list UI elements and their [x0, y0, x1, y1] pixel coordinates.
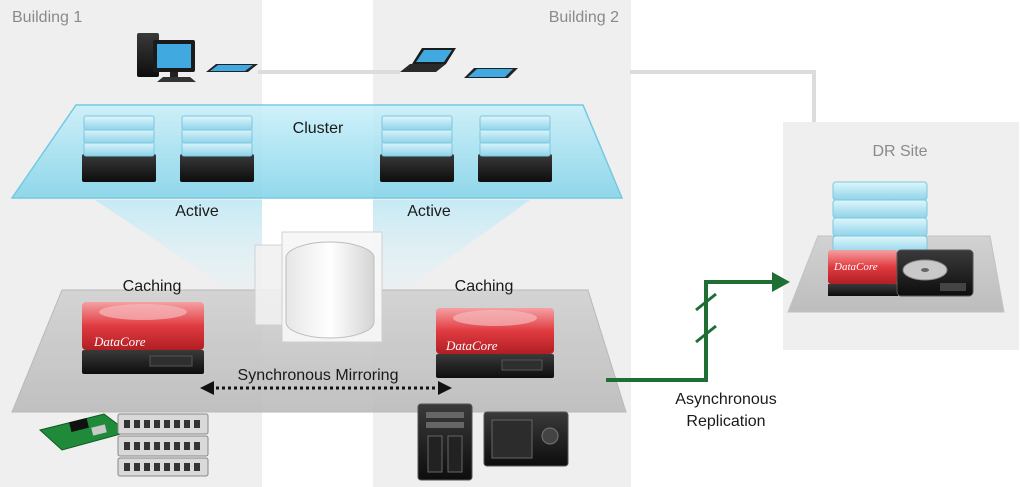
dr-site: DR Site DataCore: [783, 122, 1019, 350]
cluster-beam-left: [95, 200, 262, 290]
dr-site-datacore-node: DataCore: [828, 250, 898, 296]
replication-arrow: [606, 272, 790, 382]
cluster-platform: [10, 104, 624, 199]
dr-site-brand-text: DataCore: [833, 261, 878, 273]
cluster-beam-right: [373, 200, 530, 290]
building-1-label: Building 1: [12, 9, 82, 26]
dr-site-cloud-servers: [832, 181, 928, 255]
datacore-node-left-brand: DataCore: [93, 334, 146, 349]
tower-server-icon: [417, 403, 473, 481]
active-label-right: Active: [407, 203, 451, 220]
cluster-server-4: [478, 115, 552, 182]
replication-label-line2: Replication: [686, 413, 765, 430]
storage-enclosure-icon: [483, 411, 569, 467]
active-label-left: Active: [175, 203, 219, 220]
cluster-server-2: [180, 115, 254, 182]
datacore-node-right-brand: DataCore: [445, 338, 498, 353]
network-links: [258, 70, 816, 122]
cluster-server-1: [82, 115, 156, 182]
tablet-icon: [206, 64, 258, 72]
datacore-node-left: DataCore: [82, 302, 204, 374]
caching-label-left: Caching: [123, 278, 182, 295]
cluster-server-3: [380, 115, 454, 182]
replication-label-line1: Asynchronous: [675, 391, 776, 408]
cluster-label: Cluster: [293, 120, 344, 137]
desktop-computer-icon: [137, 33, 196, 82]
laptop-icon: [400, 48, 456, 72]
synchronous-mirroring-label: Synchronous Mirroring: [238, 367, 399, 384]
datacore-node-right: DataCore: [436, 308, 554, 378]
caching-label-right: Caching: [455, 278, 514, 295]
mirroring-arrow: [200, 381, 452, 395]
tablet-icon-2: [464, 68, 518, 78]
dr-site-disk-drive-icon: [896, 249, 974, 297]
dr-site-label: DR Site: [872, 143, 927, 160]
disk-array-icon: [117, 413, 209, 477]
building-2-label: Building 2: [549, 9, 619, 26]
virtual-disk-icon: [254, 231, 383, 343]
